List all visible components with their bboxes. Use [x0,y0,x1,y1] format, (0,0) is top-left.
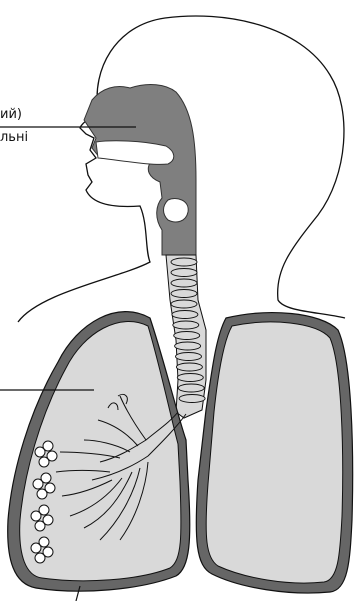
trachea-ring [171,300,197,308]
trachea-ring [176,353,202,361]
trachea-ring [176,363,202,371]
trachea-ring [177,374,203,382]
epiglottis [164,199,189,222]
nasal-cavity [84,85,196,255]
trachea-ring [171,279,197,287]
trachea-ring [171,269,197,277]
trachea-ring [178,384,204,392]
trachea-ring [172,311,198,319]
trachea-ring [173,321,199,329]
trachea-ring [175,342,201,350]
head-outline [97,16,345,318]
trachea-ring [174,332,200,340]
nasal-label-top: ий) [0,108,22,121]
trachea-ring [171,258,197,266]
trachea-ring [171,290,197,298]
right-lung [206,322,343,583]
nasal-label-bottom: льні [0,131,28,144]
trachea-ring [179,395,205,403]
